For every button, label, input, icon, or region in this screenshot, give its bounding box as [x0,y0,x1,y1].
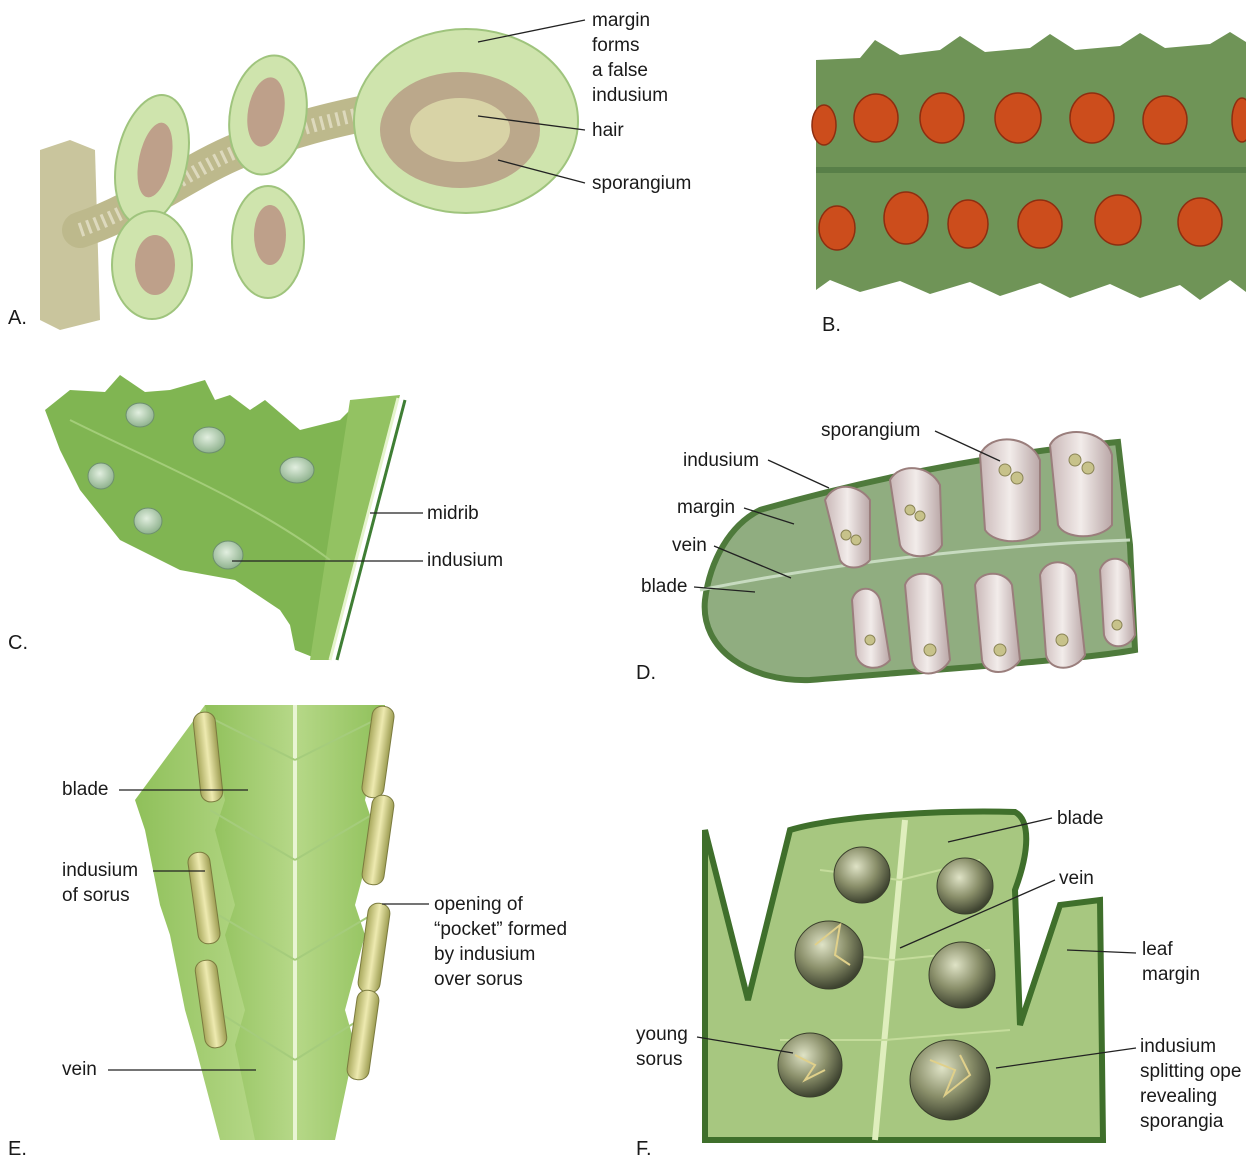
label-opening-of-pocket: opening of “pocket” formed by indusium o… [434,892,567,992]
panel-c-drawing [45,375,405,660]
label-sporangium-a: sporangium [592,171,691,196]
label-blade-e: blade [62,777,109,802]
label-indusium-splitting: indusium splitting ope revealing sporang… [1140,1034,1246,1134]
label-blade-f: blade [1057,806,1104,831]
label-young-sorus: young sorus [636,1022,688,1072]
label-indusium-c: indusium [427,548,503,573]
panel-b-letter: B. [822,314,841,337]
panel-f-letter: F. [636,1138,652,1161]
panel-e-letter: E. [8,1138,27,1161]
label-vein-d: vein [672,533,707,558]
label-sporangium-d: sporangium [821,418,920,443]
label-blade-d: blade [641,574,688,599]
panel-d-letter: D. [636,662,656,685]
label-hair: hair [592,118,624,143]
label-indusium-d: indusium [683,448,759,473]
panel-c-letter: C. [8,632,28,655]
panel-f-drawing [705,812,1103,1140]
panel-d-drawing [700,432,1135,680]
label-midrib: midrib [427,501,479,526]
panel-a-letter: A. [8,307,27,330]
panel-e-drawing [135,705,395,1140]
label-margin-d: margin [677,495,735,520]
panel-b-drawing [812,32,1246,300]
label-leaf-margin: leaf margin [1142,937,1200,987]
label-vein-f: vein [1059,866,1094,891]
label-indusium-of-sorus: indusium of sorus [62,858,138,908]
label-margin-false-indusium: margin forms a false indusium [592,8,668,108]
label-vein-e: vein [62,1057,97,1082]
panel-a-drawing [40,29,578,330]
